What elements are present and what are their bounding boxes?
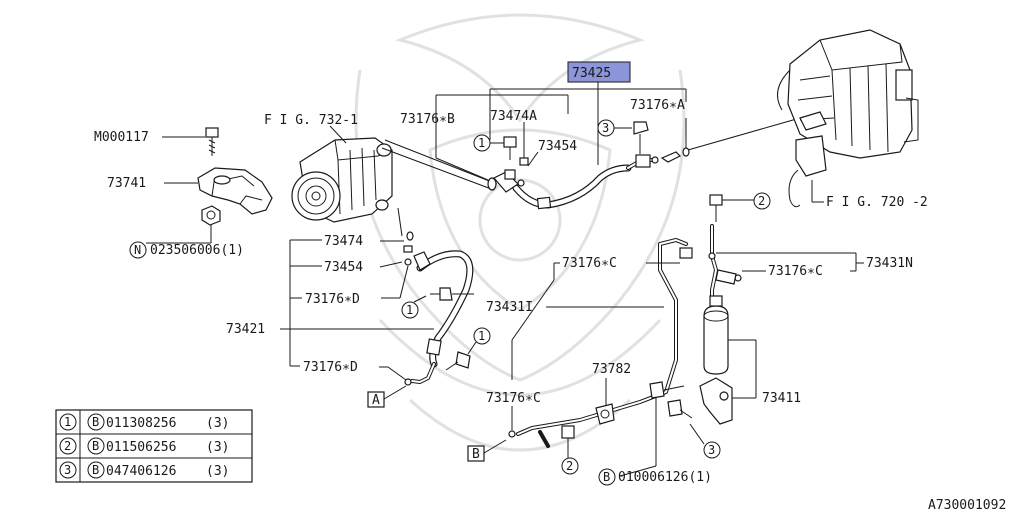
- label-73176d-2: 73176∗D: [303, 360, 358, 375]
- svg-text:3: 3: [708, 443, 715, 457]
- callout-3-top: 3: [597, 119, 649, 154]
- flange-bolt: [619, 381, 685, 477]
- label-73431i: 73431I: [486, 300, 533, 315]
- svg-text:1: 1: [478, 136, 485, 150]
- legend-qty: (3): [206, 416, 229, 431]
- legend-num-circle: [59, 461, 77, 479]
- bracket-73741: [197, 167, 273, 215]
- callout-1-mid: 1: [401, 287, 474, 319]
- label-73741: 73741: [107, 176, 146, 191]
- label-fig-720: F I G. 720 -2: [826, 195, 928, 210]
- label-73454-top: 73454: [538, 139, 577, 154]
- svg-text:A: A: [372, 393, 380, 408]
- clip-73782: [595, 403, 615, 425]
- legend-prefix-circle: [87, 461, 105, 479]
- label-73474a: 73474A: [490, 109, 537, 124]
- callout-2-bottom: 2: [561, 452, 579, 475]
- ac-compressor: [291, 137, 393, 223]
- legend-qty: (3): [206, 440, 229, 455]
- bolt-callout-2-top: 2: [709, 192, 771, 222]
- label-73474: 73474: [324, 234, 363, 249]
- main-part-number-box: 73425: [567, 61, 631, 83]
- hose-73425: [381, 139, 690, 210]
- bolt-ref-badge: B: [598, 468, 616, 486]
- label-73176c-1: 73176∗C: [562, 256, 617, 271]
- svg-text:B: B: [472, 447, 480, 462]
- svg-text:1: 1: [478, 329, 485, 343]
- label-m000117: M000117: [94, 130, 149, 145]
- label-73176c-2: 73176∗C: [768, 264, 823, 279]
- legend-code: 047406126: [106, 464, 176, 479]
- label-73176b: 73176∗B: [400, 112, 455, 127]
- legend-prefix: B: [92, 463, 99, 477]
- legend-prefix-circle: [87, 413, 105, 431]
- label-73421: 73421: [226, 322, 265, 337]
- legend-code: 011506256: [106, 440, 176, 455]
- label-73425: 73425: [572, 66, 611, 81]
- legend-prefix: B: [92, 439, 99, 453]
- legend-qty: (3): [206, 464, 229, 479]
- receiver-drier-73411: [703, 295, 729, 375]
- legend-num-circle: [59, 437, 77, 455]
- hose-73421: [403, 231, 474, 386]
- bolt-m000117: [205, 127, 219, 156]
- legend-num: 3: [64, 463, 71, 477]
- svg-text:N: N: [134, 243, 141, 257]
- bolt-callout-3-bottom: 3: [667, 399, 721, 459]
- drier-bracket: [699, 377, 733, 425]
- label-fig-732: F I G. 732-1: [264, 113, 358, 128]
- label-73176c-3: 73176∗C: [486, 391, 541, 406]
- label-73176a: 73176∗A: [630, 98, 685, 113]
- evaporator-unit: [777, 29, 919, 208]
- pipe-73431n: [708, 224, 742, 304]
- label-73454: 73454: [324, 260, 363, 275]
- legend-prefix-circle: [87, 437, 105, 455]
- label-73411: 73411: [762, 391, 801, 406]
- connector-b-badge: B: [467, 445, 485, 462]
- callout-1-top: 1: [473, 134, 517, 160]
- legend-prefix: B: [92, 415, 99, 429]
- svg-text:1: 1: [406, 303, 413, 317]
- label-73782: 73782: [592, 362, 631, 377]
- nut: [201, 205, 221, 226]
- pipe-73431i: [508, 238, 693, 452]
- label-bolt-ref: 010006126(1): [618, 470, 712, 485]
- nut-n-badge: N: [129, 241, 147, 259]
- label-73176d-1: 73176∗D: [305, 292, 360, 307]
- svg-text:3: 3: [602, 121, 609, 135]
- legend-num-circle: [59, 413, 77, 431]
- watermark-emblem: [354, 13, 686, 452]
- connector-a-badge: A: [367, 391, 385, 408]
- legend-num: 2: [64, 439, 71, 453]
- legend-num: 1: [64, 415, 71, 429]
- svg-text:2: 2: [758, 194, 765, 208]
- image-code: A730001092: [928, 498, 1006, 512]
- svg-text:B: B: [603, 470, 610, 484]
- callout-1-low: 1: [445, 327, 491, 371]
- svg-text:2: 2: [566, 459, 573, 473]
- legend-code: 011308256: [106, 416, 176, 431]
- label-73431n: 73431N: [866, 256, 913, 271]
- label-nut-ref: 023506006(1): [150, 243, 244, 258]
